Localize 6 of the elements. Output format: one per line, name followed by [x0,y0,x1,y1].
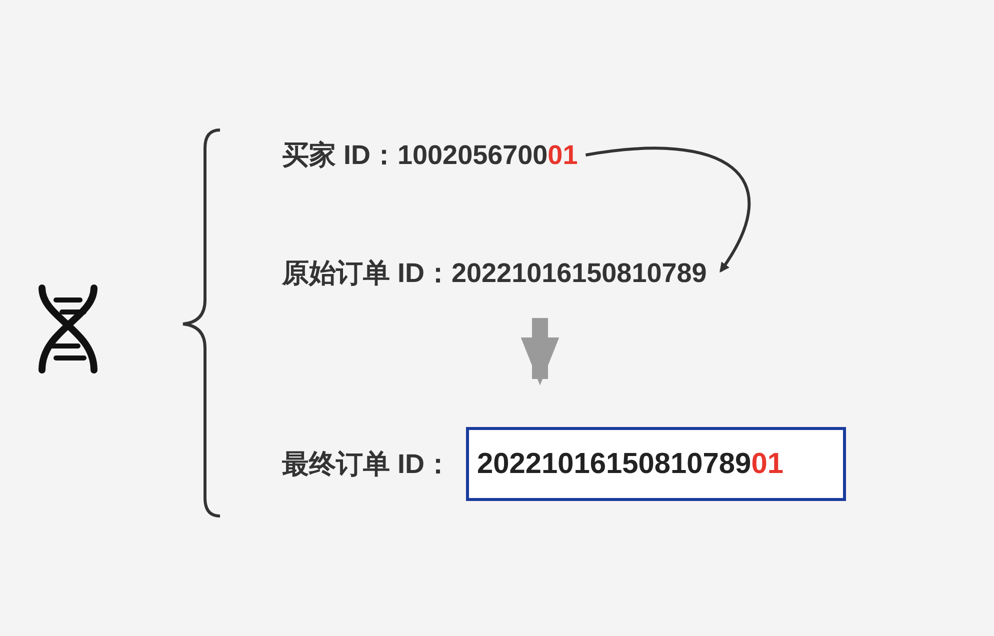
highlight-box: 2022101615081078901 [466,427,846,501]
curved-arrow [586,146,750,273]
id-label: 最终订单 ID： [282,447,452,481]
id-line: 买家 ID：100205670001 [282,138,578,172]
id-line: 原始订单 ID：20221016150810789 [282,256,707,290]
down-arrow [520,318,560,386]
